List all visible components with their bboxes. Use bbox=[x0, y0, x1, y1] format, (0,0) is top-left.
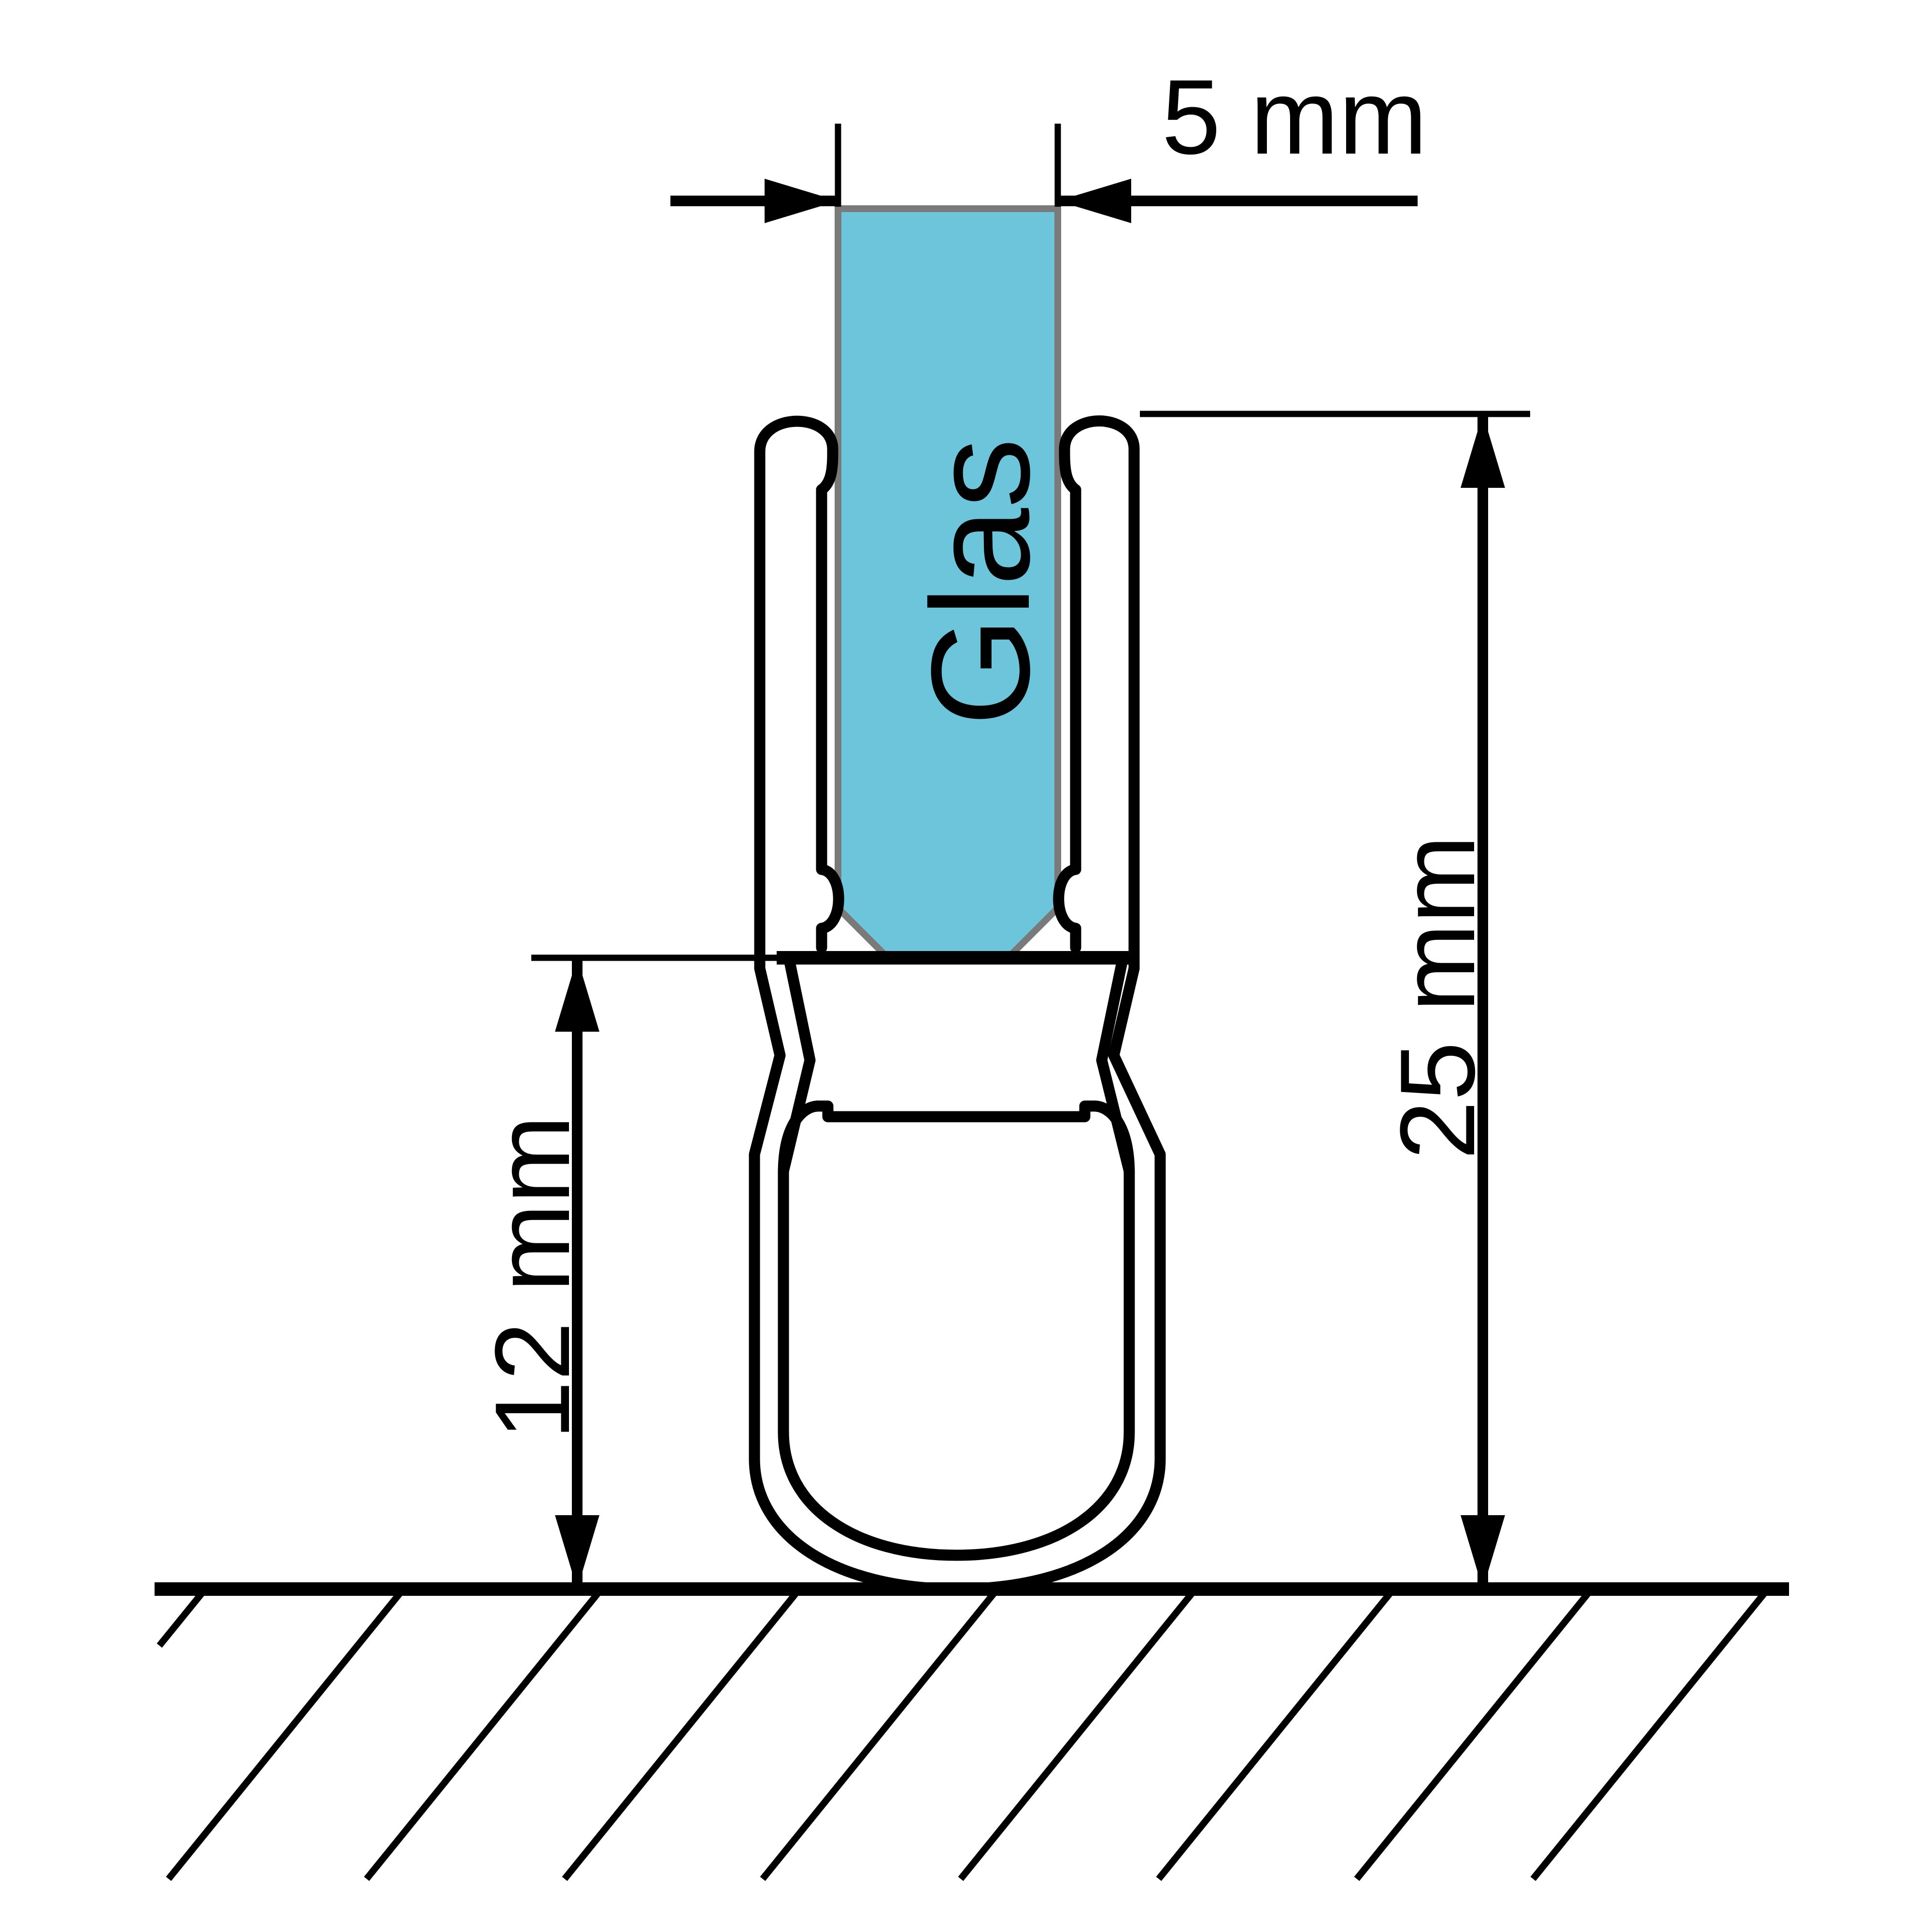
dimension-label-25mm: 25 mm bbox=[1378, 835, 1497, 1160]
hatch-line bbox=[364, 1587, 604, 1881]
channel-inner-wall-right bbox=[1053, 484, 1081, 953]
dimension-bubble-height: 12 mm bbox=[473, 954, 804, 1589]
arrowhead-down-pointing bbox=[1461, 1515, 1505, 1589]
arrowhead-down-pointing bbox=[555, 1515, 599, 1589]
dimension-label-5mm: 5 mm bbox=[1162, 57, 1427, 176]
floor-hatching bbox=[156, 1587, 1771, 1881]
hatch-line bbox=[1354, 1587, 1594, 1881]
dimension-total-height: 25 mm bbox=[1140, 411, 1530, 1589]
hatch-line bbox=[958, 1587, 1198, 1881]
dimension-label-12mm: 12 mm bbox=[473, 1115, 592, 1440]
hatch-line bbox=[562, 1587, 802, 1881]
dimension-glass-thickness: 5 mm bbox=[670, 57, 1427, 223]
bubble-cavity-ceiling bbox=[778, 1100, 1135, 1179]
hatch-line bbox=[760, 1587, 1000, 1881]
arrowhead-right-pointing bbox=[765, 179, 838, 223]
hatch-line bbox=[1156, 1587, 1396, 1881]
arrowhead-up-pointing bbox=[555, 958, 599, 1032]
hatch-line bbox=[156, 1587, 208, 1648]
glass-label: Glas bbox=[902, 438, 1059, 726]
hatch-line bbox=[1530, 1587, 1771, 1881]
arrowhead-left-pointing bbox=[1058, 179, 1131, 223]
bubble-inner-wall bbox=[778, 956, 1135, 1561]
hatch-line bbox=[166, 1587, 406, 1881]
channel-inner-wall-left bbox=[816, 484, 844, 953]
arrowhead-up-pointing bbox=[1461, 414, 1505, 488]
